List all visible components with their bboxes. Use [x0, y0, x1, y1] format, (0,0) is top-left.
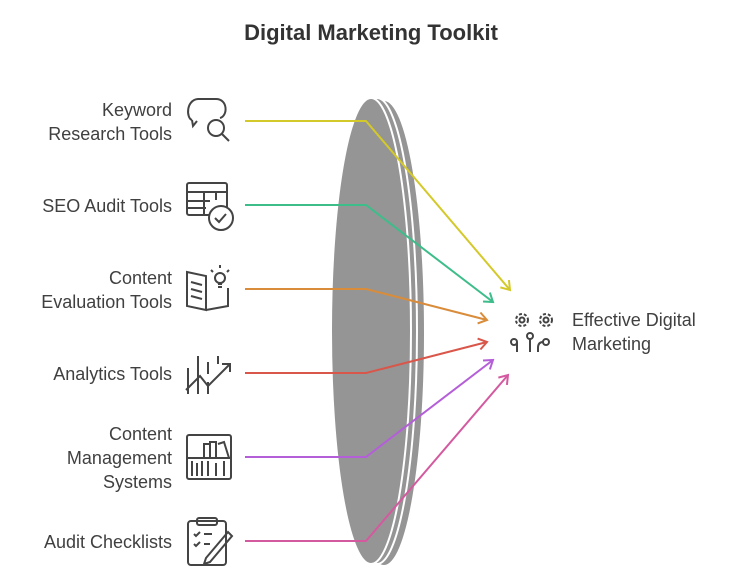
arrowhead-5: [498, 373, 510, 386]
label-seo-audit-tools: SEO Audit Tools: [42, 196, 172, 216]
arrowhead-3: [477, 337, 489, 351]
arrowhead-0: [500, 279, 512, 292]
bookshelf-icon: [186, 434, 232, 480]
connector-1: [245, 204, 494, 303]
arrowhead-4: [482, 358, 495, 370]
lens: [330, 97, 424, 565]
arrowhead-1: [482, 292, 495, 304]
gears-circuit-icon: [510, 313, 553, 352]
clipboard-pen-icon: [187, 517, 234, 566]
connector-2: [245, 288, 488, 321]
connector-4: [245, 359, 494, 458]
chart-trend-icon: [185, 356, 231, 394]
book-bulb-icon: [186, 265, 230, 312]
label-audit-checklists: Audit Checklists: [43, 532, 172, 552]
arrowhead-2: [477, 311, 489, 325]
label-analytics-tools: Analytics Tools: [53, 364, 172, 384]
connector-5: [245, 374, 509, 542]
chat-search-icon: [187, 98, 230, 142]
table-check-icon: [186, 182, 234, 231]
connector-0: [245, 120, 511, 291]
connector-3: [245, 341, 488, 374]
diagram-title: Digital Marketing Toolkit: [244, 20, 498, 45]
